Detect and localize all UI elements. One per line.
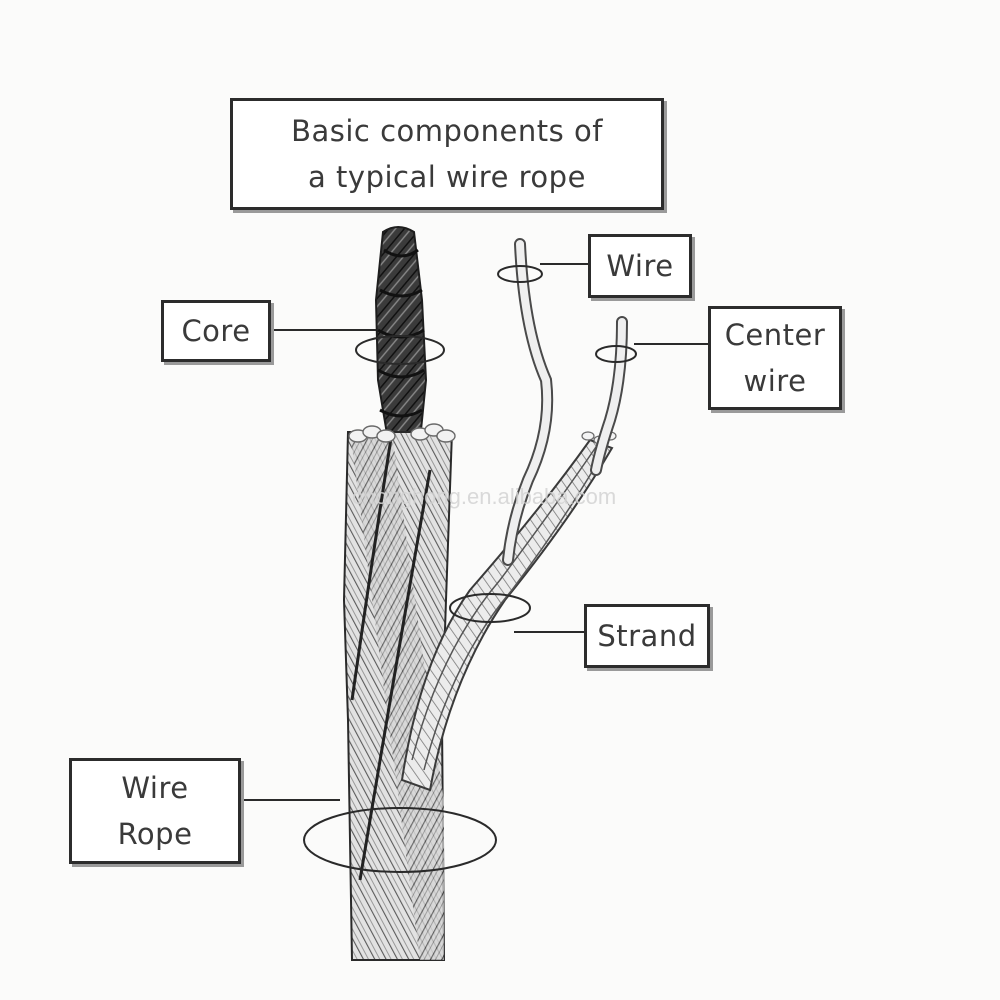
core-fiber	[374, 226, 428, 441]
core-ring	[355, 335, 445, 365]
title-line-1: Basic components of	[291, 114, 603, 148]
center-wire-ring	[595, 345, 637, 363]
wire-rope-line-2: Rope	[117, 817, 193, 851]
wire-rope-ring	[303, 807, 497, 873]
core-label: Core	[161, 300, 271, 362]
leader-lines	[242, 263, 708, 801]
strand-ring	[449, 593, 531, 623]
center-wire-line-2: wire	[743, 364, 807, 398]
wire-rope-line-1: Wire	[121, 771, 189, 805]
wire-label: Wire	[588, 234, 692, 298]
center-wire-line-1: Center	[724, 318, 826, 352]
center-wire	[590, 316, 628, 476]
core-label-text: Core	[181, 314, 251, 348]
watermark-text: chonghong.en.alibaba.com	[352, 484, 617, 509]
indicator-rings	[303, 265, 637, 873]
wire-ring	[497, 265, 543, 283]
wire-rope-label: Wire Rope	[69, 758, 241, 864]
center-wire-label: Center wire	[708, 306, 842, 410]
title-line-2: a typical wire rope	[308, 160, 586, 194]
page-title: Basic components of a typical wire rope	[230, 98, 664, 210]
single-wire	[502, 238, 554, 566]
strand-label-text: Strand	[597, 619, 697, 653]
wire-label-text: Wire	[606, 249, 674, 283]
wire-rope-body	[342, 423, 456, 961]
strand-label: Strand	[584, 604, 710, 668]
